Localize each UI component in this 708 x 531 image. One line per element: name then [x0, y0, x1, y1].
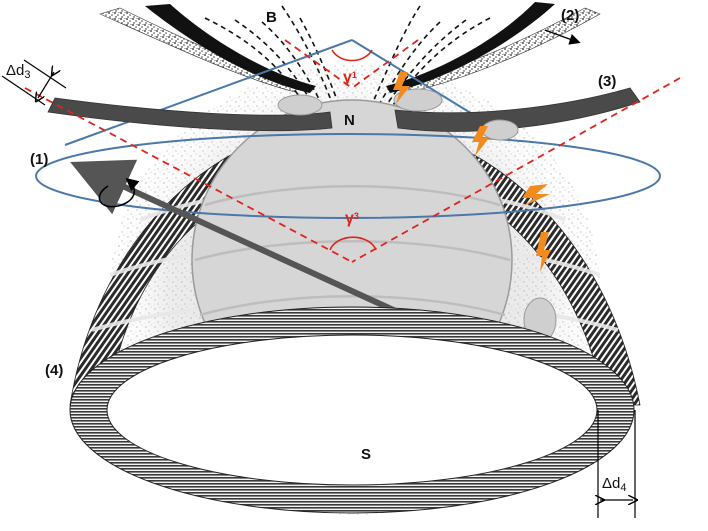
band-3-right [394, 87, 641, 132]
label-item-2: (2) [561, 7, 579, 24]
label-item-1: (1) [30, 151, 48, 168]
delta-d3-marker [1, 59, 67, 106]
label-delta-d4: Δd4 [602, 475, 627, 494]
rotation-arrow-icon [98, 177, 140, 208]
cone-lines [24, 39, 681, 263]
item2-pointer [544, 29, 581, 45]
band-3 [47, 97, 333, 132]
label-item-4: (4) [45, 362, 63, 379]
clouds [277, 88, 557, 343]
orbit-ellipse [35, 133, 661, 219]
black-field-band-right [386, 2, 555, 93]
gamma1-arc [331, 49, 373, 62]
gamma3-arc [329, 236, 377, 251]
globe-latitudes [194, 185, 511, 317]
label-pole-S: S [361, 446, 371, 463]
label-gamma1: γ1 [343, 69, 357, 86]
lightning-bolt-icon [393, 72, 551, 272]
projection-line-left [64, 39, 353, 146]
ring-4-inner [106, 334, 598, 486]
label-field-B: B [266, 9, 277, 26]
label-item-3: (3) [598, 73, 616, 90]
label-pole-N: N [344, 112, 355, 129]
delta-d4-marker [598, 410, 635, 518]
label-delta-d3: Δd3 [6, 62, 31, 81]
black-field-band-left [145, 4, 316, 93]
label-gamma3: γ3 [345, 210, 359, 227]
